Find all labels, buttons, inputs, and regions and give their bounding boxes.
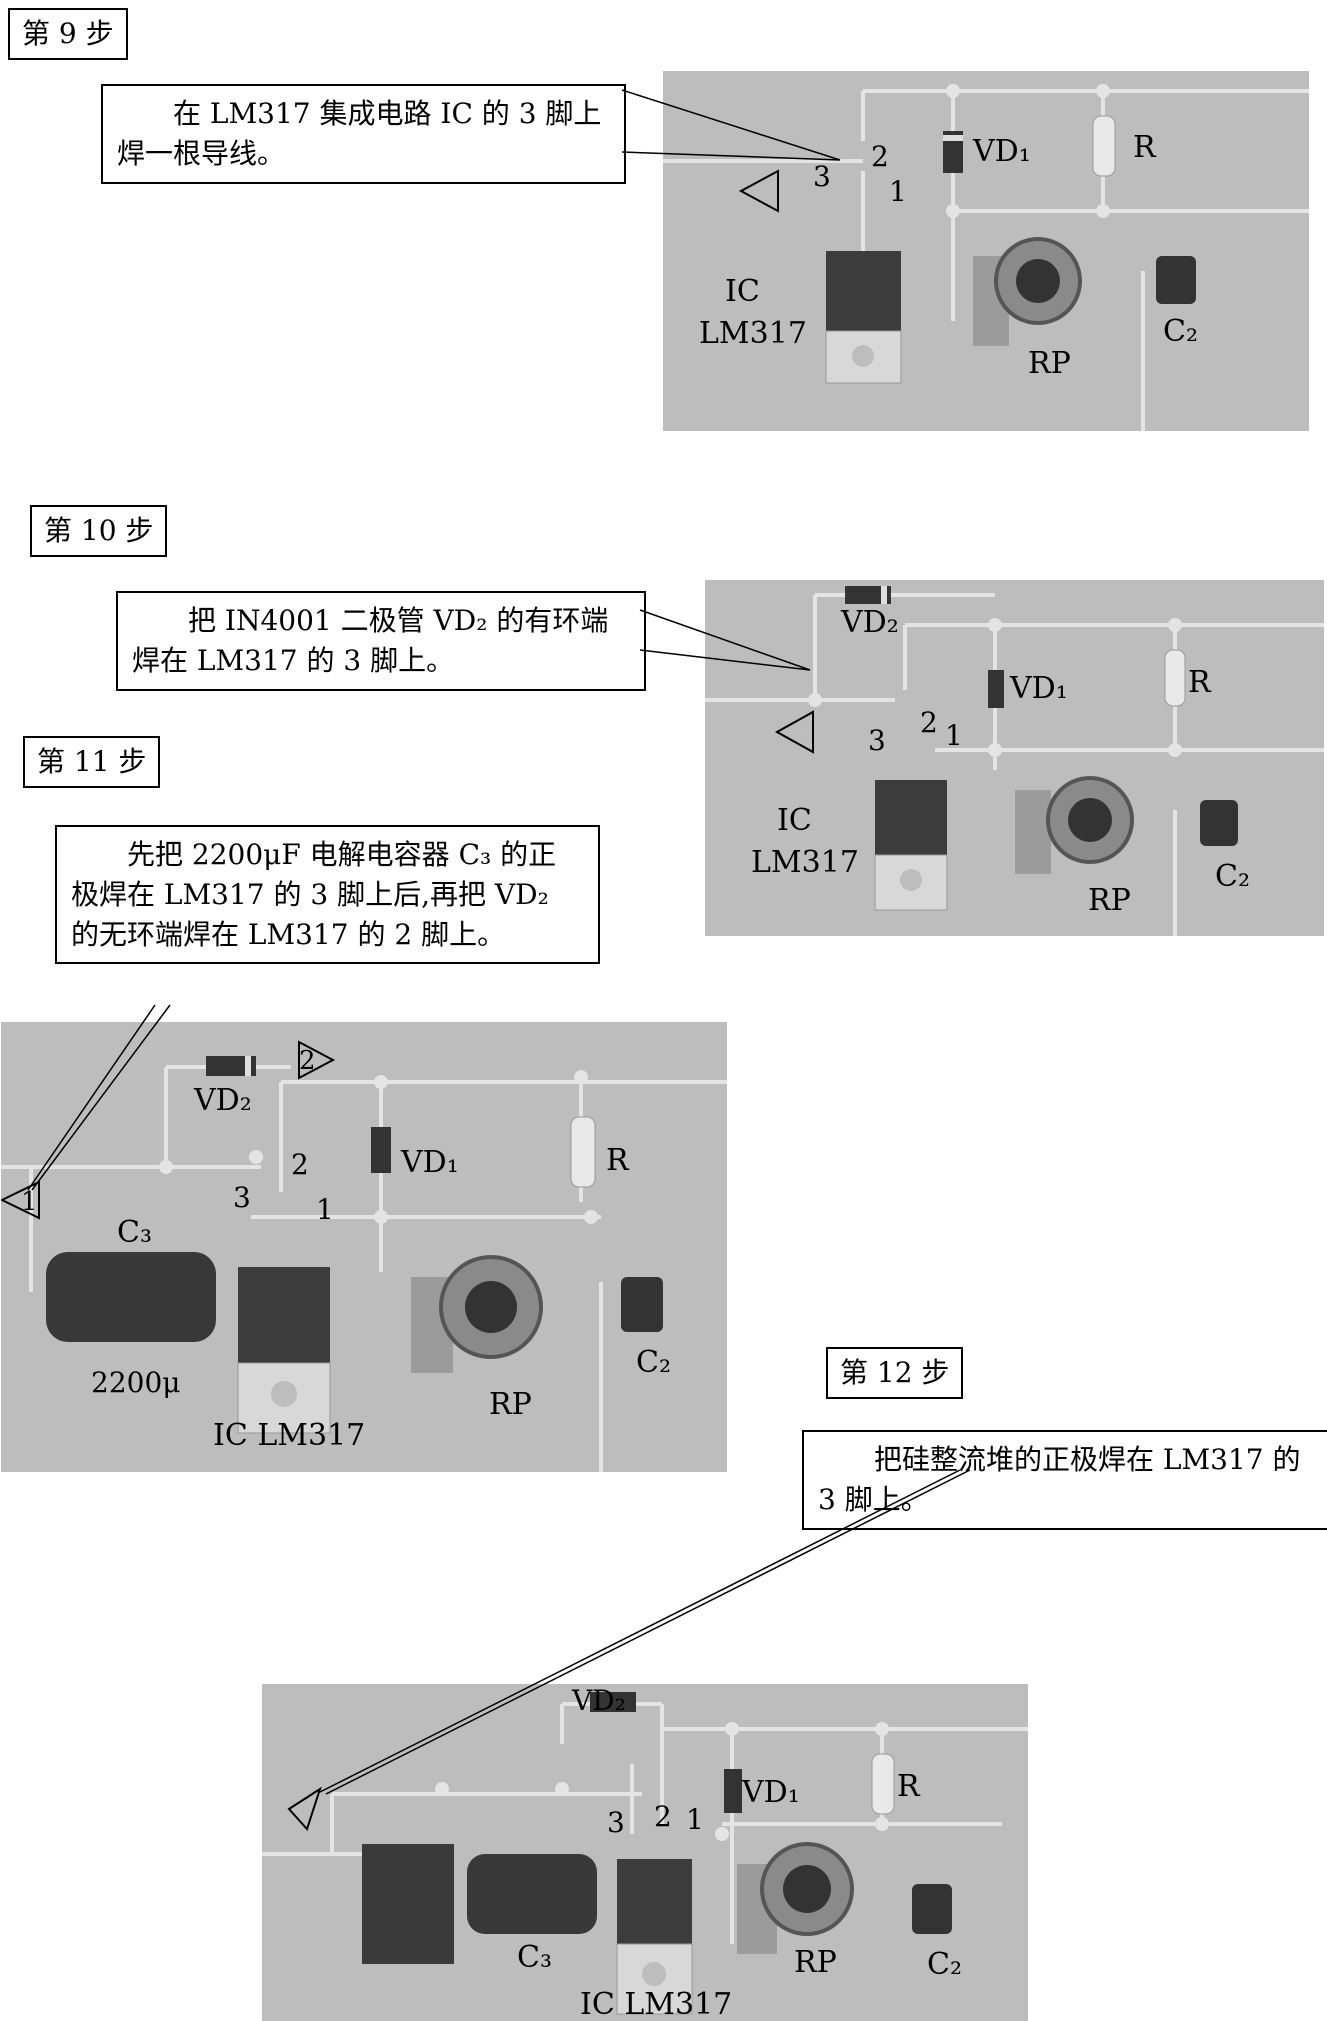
vd1-label: VD₁	[400, 1145, 459, 1180]
vd1-label: VD₁	[972, 134, 1031, 169]
step-11-label: 第 11 步	[23, 736, 161, 789]
r-label: R	[1133, 130, 1157, 165]
step-10-label: 第 10 步	[30, 505, 168, 558]
marker-triangle	[738, 169, 779, 213]
c3-label: C₃	[117, 1215, 152, 1250]
r-label: R	[897, 1769, 921, 1804]
marker-2-number: 2	[299, 1046, 316, 1076]
marker-triangle	[287, 1786, 322, 1831]
c3-label: C₃	[517, 1940, 552, 1975]
pin3-label: 3	[233, 1181, 251, 1214]
pin1-label: 1	[945, 719, 963, 752]
r-label: R	[1188, 665, 1212, 700]
vd1-label: VD₁	[741, 1775, 800, 1810]
pin3-label: 3	[813, 160, 831, 193]
step-12-photo: VD₂ VD₁ R C₂ C₃ RP IC LM317 3 2 1	[262, 1684, 1028, 2021]
marker-triangle-2	[298, 1040, 336, 1080]
ic-full-label: IC LM317	[213, 1418, 365, 1453]
step-10-photo: VD₂ VD₁ R C₂ RP IC LM317 3 2 1	[705, 580, 1324, 936]
step-9-photo: VD₁ R C₂ RP IC LM317 3 2 1	[663, 71, 1309, 431]
step-9-label: 第 9 步	[8, 8, 128, 61]
pin3-label: 3	[868, 724, 886, 757]
pin2-label: 2	[871, 140, 889, 173]
cap-value-label: 2200μ	[91, 1366, 180, 1399]
ic-model-label: LM317	[751, 845, 859, 880]
pin1-label: 1	[686, 1803, 704, 1836]
step-10-instruction: 把 IN4001 二极管 VD₂ 的有环端焊在 LM317 的 3 脚上。	[116, 591, 646, 691]
step-11-photo: VD₂ VD₁ R C₂ C₃ 2200μ RP IC LM317 3 2 1 …	[1, 1022, 727, 1472]
pin2-label: 2	[654, 1800, 672, 1833]
r-label: R	[606, 1143, 630, 1178]
ic-full-label: IC LM317	[580, 1987, 732, 2021]
rp-label: RP	[1028, 346, 1071, 381]
step-11-instruction: 先把 2200μF 电解电容器 C₃ 的正极焊在 LM317 的 3 脚上后,再…	[55, 825, 600, 965]
pin3-label: 3	[607, 1806, 625, 1839]
rp-label: RP	[489, 1387, 532, 1422]
step-12-label: 第 12 步	[826, 1347, 964, 1400]
marker-triangle	[774, 710, 814, 754]
vd1-label: VD₁	[1009, 671, 1068, 706]
marker-triangle-1	[1, 1180, 40, 1220]
c2-label: C₂	[1163, 314, 1198, 349]
pin2-label: 2	[291, 1148, 309, 1181]
pin2-label: 2	[920, 706, 938, 739]
ic-model-label: LM317	[699, 316, 807, 351]
step-9-instruction: 在 LM317 集成电路 IC 的 3 脚上焊一根导线。	[101, 84, 626, 184]
vd2-label: VD₂	[193, 1083, 252, 1118]
pin1-label: 1	[316, 1193, 334, 1226]
pin1-label: 1	[889, 175, 907, 208]
ic-label: IC	[777, 803, 812, 838]
c2-label: C₂	[927, 1947, 962, 1982]
vd2-label: VD₂	[840, 605, 899, 640]
vd2-label: VD₂	[571, 1684, 626, 1717]
step-12-instruction: 把硅整流堆的正极焊在 LM317 的 3 脚上。	[802, 1430, 1327, 1530]
marker-1-number: 1	[21, 1187, 38, 1217]
rp-label: RP	[1088, 883, 1131, 918]
c2-label: C₂	[636, 1345, 671, 1380]
c2-label: C₂	[1215, 859, 1250, 894]
ic-label: IC	[725, 274, 760, 309]
rp-label: RP	[794, 1945, 837, 1980]
